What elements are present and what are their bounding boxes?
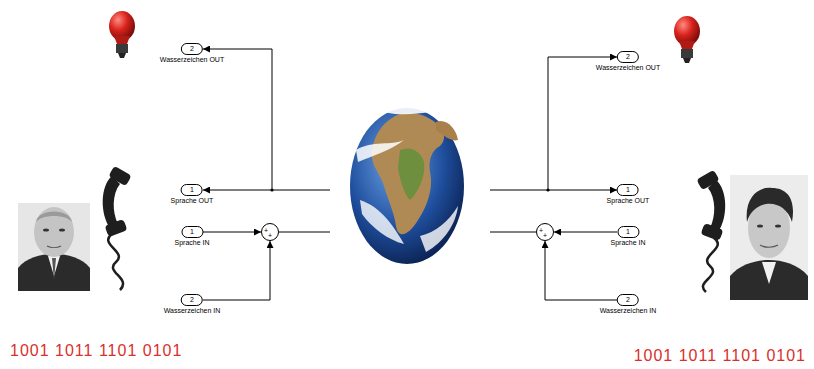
sum-block: ++ — [261, 223, 279, 241]
portrait-eye — [43, 228, 49, 231]
port-number: 2 — [617, 51, 639, 63]
lightbulb-icon — [674, 16, 700, 63]
port-number: 1 — [181, 184, 203, 196]
signal-wire — [203, 190, 330, 191]
portrait-eye — [757, 224, 763, 227]
bulb-socket — [116, 44, 128, 53]
port-block: 2Wasserzeichen OUT — [595, 51, 661, 72]
port-block: 2Wasserzeichen IN — [163, 294, 222, 315]
port-block: 2Wasserzeichen IN — [599, 294, 658, 315]
portrait-eye — [59, 228, 65, 231]
signal-connector — [203, 232, 261, 233]
port-label: Sprache OUT — [170, 197, 215, 205]
portrait-mouth — [47, 246, 61, 248]
port-number: 1 — [617, 184, 639, 196]
earth-cloud — [356, 140, 404, 162]
port-number: 1 — [181, 226, 203, 238]
signal-wire — [203, 49, 272, 190]
earth-land — [436, 121, 458, 140]
handset-cord — [703, 238, 718, 292]
handset-body — [708, 180, 725, 232]
handset-body — [103, 176, 120, 228]
sign-label: + — [543, 232, 547, 239]
sign-label: + — [264, 227, 268, 234]
sign-label: + — [268, 232, 272, 239]
binary-watermark: 1001 1011 1101 0101 — [634, 347, 806, 365]
handset-ear — [696, 170, 719, 190]
sign-label: + — [539, 227, 543, 234]
port-number: 2 — [181, 43, 203, 55]
portrait-hair — [747, 188, 793, 222]
port-label: Sprache OUT — [606, 197, 651, 205]
earth-cloud — [384, 108, 432, 115]
earth-ocean — [350, 108, 464, 264]
handset-cord — [108, 234, 123, 290]
portrait-suit — [18, 254, 90, 291]
signal-wire — [490, 190, 617, 191]
branch-dot — [270, 188, 273, 191]
signal-wire — [279, 232, 330, 233]
port-number: 2 — [181, 294, 203, 306]
signal-wire — [490, 232, 536, 233]
branch-dot — [546, 188, 549, 191]
bulb-neck — [114, 36, 130, 44]
portrait-tie — [52, 258, 56, 280]
bulb-socket — [681, 49, 693, 58]
bulb-tip — [683, 58, 691, 63]
handset-mouth — [701, 223, 724, 241]
signal-connector — [554, 232, 617, 233]
earth-land-green — [398, 149, 424, 201]
earth-cloud — [360, 200, 404, 244]
port-label: Sprache IN — [609, 239, 646, 247]
port-label: Sprache IN — [173, 239, 210, 247]
port-block: 1Sprache OUT — [170, 184, 215, 205]
earth-globe — [350, 108, 464, 265]
port-label: Wasserzeichen OUT — [595, 64, 661, 72]
port-number: 2 — [617, 294, 639, 306]
handset-mouth — [105, 219, 128, 237]
portrait-left — [18, 203, 90, 291]
telephone-handset — [103, 166, 132, 290]
port-label: Wasserzeichen IN — [599, 307, 658, 315]
signal-wire — [548, 57, 617, 190]
portrait-eye — [775, 224, 781, 227]
telephone-handset — [696, 170, 725, 292]
signal-connector — [203, 241, 270, 300]
portrait-face — [34, 207, 74, 257]
port-label: Wasserzeichen OUT — [159, 56, 225, 64]
bulb-neck — [679, 41, 695, 49]
port-block: 1Sprache IN — [173, 226, 210, 247]
portrait-ground — [730, 175, 808, 300]
port-block: 2Wasserzeichen OUT — [159, 43, 225, 64]
portrait-shirt — [762, 262, 776, 284]
portrait-mouth — [760, 245, 778, 247]
port-block: 1Sprache OUT — [606, 184, 651, 205]
port-label: Wasserzeichen IN — [163, 307, 222, 315]
binary-watermark: 1001 1011 1101 0101 — [10, 342, 182, 360]
portrait-hair — [36, 212, 72, 223]
lightbulb-icon — [109, 11, 135, 58]
port-block: 1Sprache IN — [609, 226, 646, 247]
port-number: 1 — [617, 226, 639, 238]
bulb-tip — [118, 53, 126, 58]
portrait-suit — [730, 260, 808, 300]
portrait-ground — [18, 203, 90, 291]
portrait-right — [730, 175, 808, 300]
earth-cloud — [420, 206, 458, 252]
signal-connector — [545, 241, 617, 300]
handset-ear — [108, 166, 131, 186]
sum-block: ++ — [536, 223, 554, 241]
